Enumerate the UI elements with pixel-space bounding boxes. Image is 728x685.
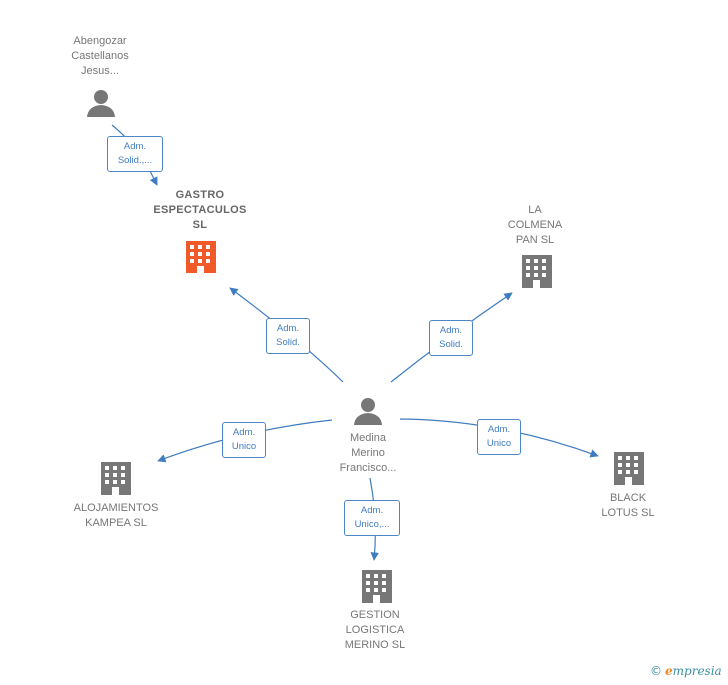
node-label-medina[interactable]: Medina Merino Francisco... — [339, 432, 397, 474]
edge-label-medina-black: Adm. Unico — [477, 419, 521, 455]
edge-label-medina-gastro: Adm. Solid. — [266, 318, 310, 354]
edge-label-abengozar-gastro: Adm. Solid.,... — [107, 136, 163, 172]
edge-label-medina-colmena: Adm. Solid. — [429, 320, 473, 356]
brand-footer[interactable]: ©empresia — [650, 664, 722, 678]
edge-label-medina-alojamientos: Adm. Unico — [222, 422, 266, 458]
copyright-icon: © — [650, 664, 662, 678]
brand-logo-text: mpresia — [672, 664, 722, 678]
node-label-abengozar[interactable]: Abengozar Castellanos Jesus... — [71, 35, 129, 77]
building-icon-black[interactable] — [614, 452, 644, 485]
node-label-colmena[interactable]: LA COLMENA PAN SL — [507, 204, 563, 246]
building-icon-alojamientos[interactable] — [101, 462, 131, 495]
brand-logo-letter: e — [665, 664, 673, 678]
node-label-black[interactable]: BLACK LOTUS SL — [601, 492, 655, 519]
building-icon-gestion[interactable] — [362, 570, 392, 603]
person-icon-medina[interactable] — [354, 398, 382, 425]
building-icon-gastro[interactable] — [186, 241, 216, 273]
node-label-gastro[interactable]: GASTRO ESPECTACULOS SL — [153, 189, 247, 231]
building-icon-colmena[interactable] — [522, 255, 552, 288]
edge-label-medina-gestion: Adm. Unico,... — [344, 500, 400, 536]
person-icon-abengozar[interactable] — [87, 90, 115, 117]
node-label-gestion[interactable]: GESTION LOGISTICA MERINO SL — [344, 609, 406, 651]
node-label-alojamientos[interactable]: ALOJAMIENTOS KAMPEA SL — [73, 502, 159, 529]
